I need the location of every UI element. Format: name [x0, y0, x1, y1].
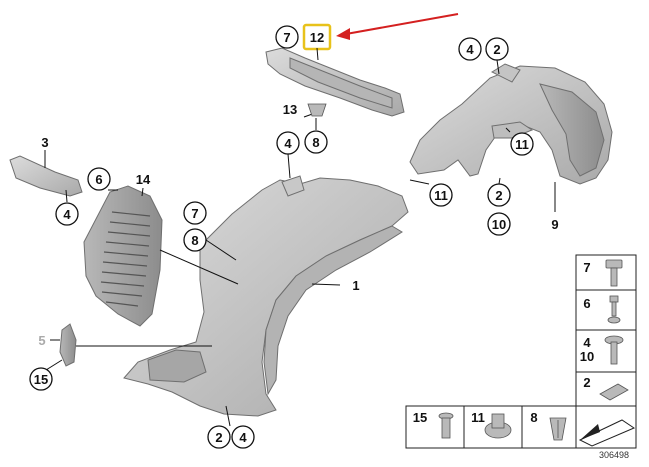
callout-12[interactable]: 12 — [310, 30, 324, 45]
callout-label: 2 — [215, 430, 222, 445]
part-9-inner — [539, 83, 605, 177]
callout-label: 4 — [284, 136, 292, 151]
callout-9[interactable]: 9 — [551, 217, 558, 232]
part-3-bracket — [9, 155, 83, 197]
leader-lines — [44, 47, 556, 427]
legend-bottom: 15 11 8 — [405, 405, 577, 449]
callout-2-bottom[interactable]: 2 — [207, 425, 231, 449]
callout-label: 3 — [41, 135, 48, 150]
callout-label: 15 — [34, 372, 48, 387]
nut-icon — [484, 413, 512, 439]
callout-5[interactable]: 5 — [38, 333, 45, 348]
diagram-id: 306498 — [599, 450, 629, 460]
callout-label: 2 — [493, 42, 500, 57]
callout-13[interactable]: 13 — [283, 102, 297, 117]
callout-4-bottom[interactable]: 4 — [231, 425, 255, 449]
legend-label-8: 8 — [530, 410, 537, 425]
callout-label: 9 — [551, 217, 558, 232]
callout-label: 7 — [191, 206, 198, 221]
push-rivet-icon — [438, 412, 454, 439]
legend-label-6: 6 — [583, 296, 590, 311]
callout-label: 1 — [352, 278, 359, 293]
legend-label-4: 4 — [583, 335, 591, 350]
callout-label: 4 — [63, 207, 71, 222]
callout-label: 14 — [136, 172, 151, 187]
callout-6[interactable]: 6 — [87, 167, 111, 191]
bolt-icon — [605, 259, 623, 287]
expansion-clip-icon — [549, 417, 567, 441]
callout-11-lower[interactable]: 11 — [429, 183, 453, 207]
part-14-slats — [100, 211, 151, 307]
callout-label: 11 — [515, 137, 529, 152]
callout-10[interactable]: 10 — [487, 212, 511, 236]
legend-label-7: 7 — [583, 260, 590, 275]
callout-1[interactable]: 1 — [352, 278, 359, 293]
callout-2-rear[interactable]: 2 — [485, 37, 509, 61]
callout-15[interactable]: 15 — [29, 367, 53, 391]
callout-3[interactable]: 3 — [41, 135, 48, 150]
part-14-duct — [83, 185, 163, 327]
callout-7-mid[interactable]: 7 — [183, 201, 207, 225]
callout-14[interactable]: 14 — [136, 172, 151, 187]
callout-4-left[interactable]: 4 — [55, 202, 79, 226]
callout-label: 7 — [283, 30, 290, 45]
callout-label: 4 — [466, 42, 474, 57]
mounting-plate-icon — [578, 419, 636, 447]
part-1-lower — [147, 349, 207, 383]
screw-icon — [607, 295, 621, 324]
callout-label: 4 — [239, 430, 247, 445]
clip-nut-icon — [599, 383, 629, 401]
part-1-mount — [281, 175, 305, 197]
highlight-arrow-head — [336, 28, 350, 40]
callout-7-top[interactable]: 7 — [275, 25, 299, 49]
callout-label: 8 — [191, 233, 198, 248]
part-13-clip — [307, 103, 327, 117]
callout-4-center[interactable]: 4 — [276, 131, 300, 155]
callout-label: 5 — [38, 333, 45, 348]
callout-label: 11 — [434, 188, 448, 203]
callout-8-mid[interactable]: 8 — [183, 228, 207, 252]
callout-8-top[interactable]: 8 — [304, 130, 328, 154]
callout-label: 13 — [283, 102, 297, 117]
legend-label-2: 2 — [583, 375, 590, 390]
washer-screw-icon — [604, 335, 624, 365]
callout-label: 10 — [492, 217, 506, 232]
part-12-rib — [289, 57, 393, 109]
callout-4-rear[interactable]: 4 — [458, 37, 482, 61]
part-1-rim — [263, 225, 403, 396]
legend-label-15: 15 — [413, 410, 427, 425]
callout-label: 8 — [312, 135, 319, 150]
callout-2-mid[interactable]: 2 — [487, 183, 511, 207]
callout-11-rear[interactable]: 11 — [510, 132, 534, 156]
legend-label-10: 10 — [580, 349, 594, 364]
callout-label: 2 — [495, 188, 502, 203]
part-9-clip — [490, 63, 521, 83]
callout-label: 12 — [310, 30, 324, 45]
highlight-arrow — [345, 13, 459, 35]
legend-label-11: 11 — [471, 410, 485, 425]
part-5-clip — [59, 323, 77, 367]
callout-label: 6 — [95, 172, 102, 187]
legend-side: 7 6 4 10 2 — [575, 254, 637, 449]
